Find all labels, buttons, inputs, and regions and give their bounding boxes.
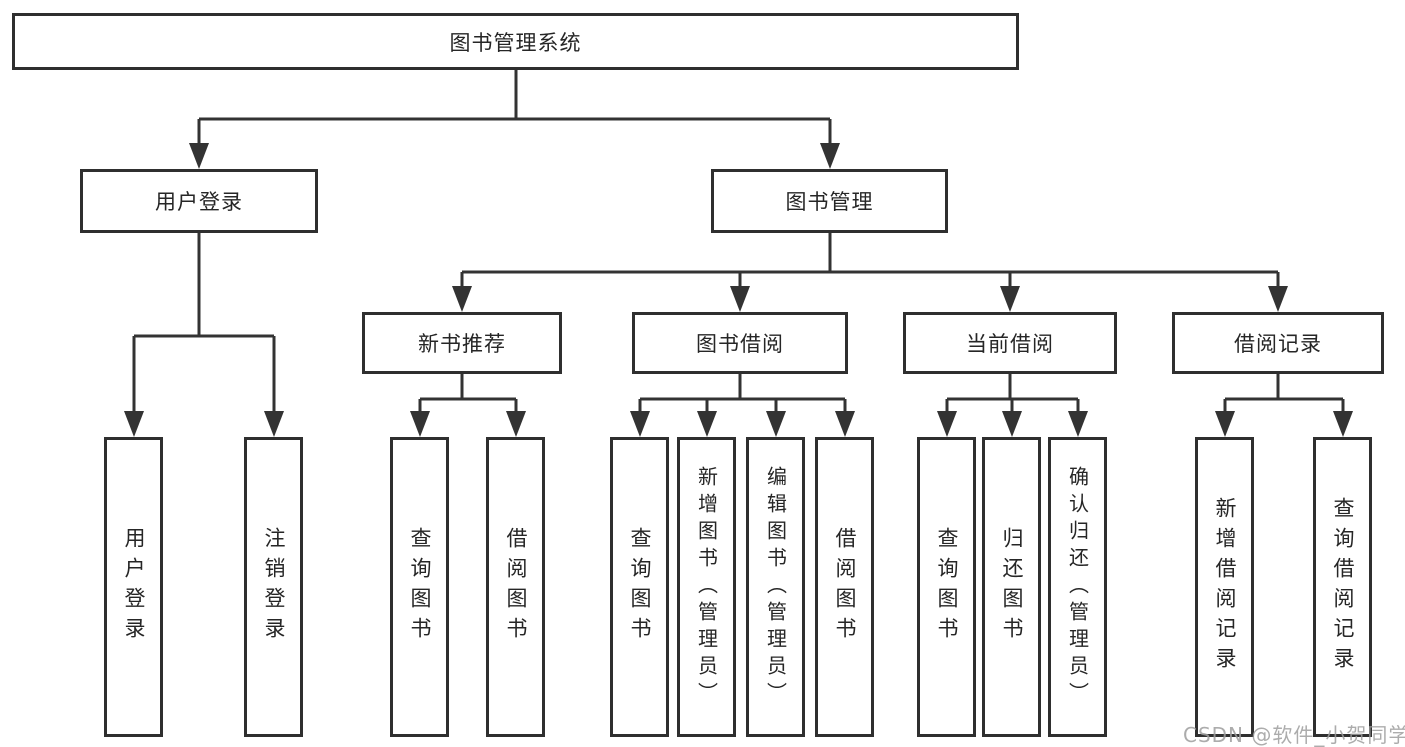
leaf-confirm-return-admin: 确认归还（管理员）	[1048, 437, 1107, 737]
leaf-user-login: 用户登录	[104, 437, 163, 737]
leaf-query-books-current: 查询图书	[917, 437, 976, 737]
leaf-edit-book-admin-label: 编辑图书（管理员）	[763, 465, 788, 709]
node-new-book-recommend-label: 新书推荐	[418, 332, 506, 356]
leaf-return-book: 归还图书	[982, 437, 1041, 737]
leaf-query-books-borrow: 查询图书	[610, 437, 669, 737]
leaf-add-borrow-record-label: 新增借阅记录	[1213, 497, 1237, 677]
leaf-return-book-label: 归还图书	[1000, 527, 1024, 647]
node-borrow-records-label: 借阅记录	[1234, 332, 1322, 356]
arrowheads	[124, 143, 1353, 437]
node-book-management: 图书管理	[711, 169, 948, 233]
watermark: CSDN @软件_小贺同学	[1183, 723, 1405, 747]
leaf-borrow-books-recommend-label: 借阅图书	[504, 527, 528, 647]
leaf-query-books-current-label: 查询图书	[935, 527, 959, 647]
leaf-query-books-recommend: 查询图书	[390, 437, 449, 737]
leaf-add-book-admin: 新增图书（管理员）	[677, 437, 736, 737]
node-user-login-label: 用户登录	[155, 190, 243, 214]
leaf-borrow-books-label: 借阅图书	[833, 527, 857, 647]
node-new-book-recommend: 新书推荐	[362, 312, 562, 374]
node-current-borrow: 当前借阅	[903, 312, 1117, 374]
leaf-user-login-label: 用户登录	[122, 527, 146, 647]
leaf-query-borrow-record-label: 查询借阅记录	[1331, 497, 1355, 677]
node-root-label: 图书管理系统	[449, 30, 582, 55]
leaf-confirm-return-admin-label: 确认归还（管理员）	[1065, 465, 1090, 709]
node-book-management-label: 图书管理	[785, 190, 874, 214]
node-current-borrow-label: 当前借阅	[966, 332, 1054, 356]
leaf-query-books-borrow-label: 查询图书	[628, 527, 652, 647]
leaf-borrow-books-recommend: 借阅图书	[486, 437, 545, 737]
node-book-borrow: 图书借阅	[632, 312, 848, 374]
node-borrow-records: 借阅记录	[1172, 312, 1384, 374]
leaf-add-book-admin-label: 新增图书（管理员）	[694, 465, 719, 709]
leaf-query-books-recommend-label: 查询图书	[408, 527, 432, 647]
leaf-edit-book-admin: 编辑图书（管理员）	[746, 437, 805, 737]
leaf-add-borrow-record: 新增借阅记录	[1195, 437, 1254, 737]
leaf-borrow-books: 借阅图书	[815, 437, 874, 737]
leaf-query-borrow-record: 查询借阅记录	[1313, 437, 1372, 737]
leaf-logout-label: 注销登录	[262, 527, 286, 647]
node-root: 图书管理系统	[12, 13, 1019, 70]
node-user-login: 用户登录	[80, 169, 318, 233]
leaf-logout: 注销登录	[244, 437, 303, 737]
node-book-borrow-label: 图书借阅	[696, 332, 784, 356]
